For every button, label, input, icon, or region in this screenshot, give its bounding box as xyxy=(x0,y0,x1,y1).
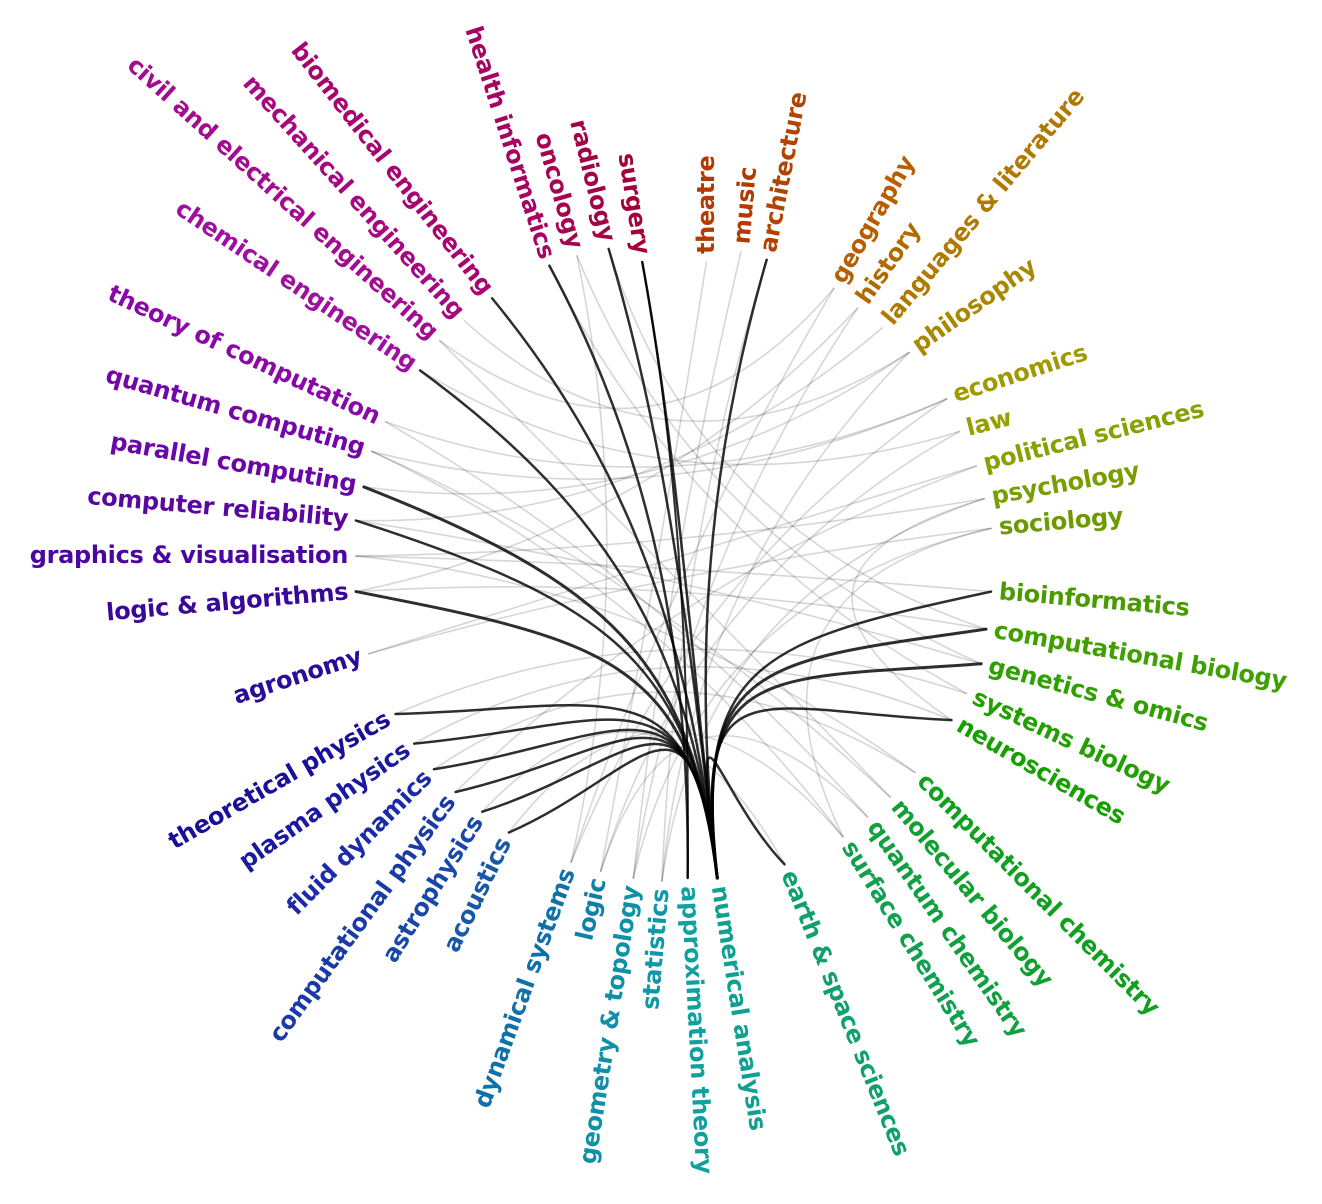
faint-edge-compchem-graphics xyxy=(355,555,916,774)
hub-edge-approx-surgery xyxy=(641,260,689,880)
faint-edge-radiology-compbio xyxy=(607,248,987,630)
faint-edge-genetics-reliability xyxy=(355,519,982,665)
node-label-graphics: graphics & visualisation xyxy=(30,541,348,569)
hub-edge-numerical-chemeng xyxy=(418,369,719,880)
node-label-architecture: architecture xyxy=(754,90,813,255)
hub-edge-numerical-astro xyxy=(481,742,719,880)
faint-edge-logic-law xyxy=(599,430,961,872)
faint-edge-statistics-philosophy xyxy=(661,351,910,882)
faint-edge-quantchem-theorycomp xyxy=(384,420,869,818)
faint-edge-philosophy-parallel xyxy=(363,351,910,495)
faint-edge-oncology-genetics xyxy=(576,255,982,665)
faint-edges xyxy=(355,248,992,882)
hub-edge-approx-healthinf xyxy=(548,264,690,880)
faint-edge-agronomy-political xyxy=(368,465,977,655)
faint-edge-dynsys-economics xyxy=(570,398,948,863)
faint-edge-theorycomp-economics xyxy=(384,398,948,468)
faint-edge-economics-quantumcomp xyxy=(370,398,948,480)
faint-edge-civileng-geography xyxy=(439,287,835,410)
faint-edge-dynsys-oncology xyxy=(570,255,608,863)
node-label-approx: approximation theory xyxy=(675,885,718,1175)
faint-edge-history-logicalg xyxy=(355,307,859,593)
faint-edge-agronomy-sociology xyxy=(368,527,992,655)
faint-edge-statistics-psychology xyxy=(661,497,985,882)
node-label-economics: economics xyxy=(949,338,1090,408)
faint-edge-law-chemeng xyxy=(419,369,961,466)
node-label-logicalg: logic & algorithms xyxy=(105,577,349,626)
hub-edge-numerical-reliability xyxy=(354,519,719,880)
faint-edge-graphics-psychology xyxy=(355,497,985,557)
node-label-sociology: sociology xyxy=(998,502,1125,541)
node-label-numerical: numerical analysis xyxy=(706,884,772,1133)
faint-edge-logic-theatre xyxy=(599,261,708,872)
faint-edge-geomtop-history xyxy=(632,307,859,879)
node-label-theatre: theatre xyxy=(692,155,720,254)
hub-edge-numerical-architecture xyxy=(704,258,768,880)
faint-edge-geography-dynsys xyxy=(570,287,835,863)
node-label-civileng: civil and electrical engineering xyxy=(122,51,444,345)
hub-edges xyxy=(354,247,993,880)
faint-edge-healthinf-systemsbio xyxy=(548,264,968,695)
faint-edge-architecture-statistics xyxy=(661,258,768,882)
hub-edge-numerical-biomedeng xyxy=(490,297,719,880)
node-label-bioinformatics: bioinformatics xyxy=(998,577,1191,622)
node-label-law: law xyxy=(963,403,1014,441)
faint-edge-mecheng-philosophy xyxy=(463,320,910,422)
faint-edge-geomtop-sociology xyxy=(632,527,992,879)
node-label-surgery: surgery xyxy=(613,151,657,257)
hub-edge-numerical-neuro xyxy=(710,707,953,880)
faint-edge-psychology-neuro xyxy=(851,497,985,721)
hub-edge-numerical-earth xyxy=(705,756,786,880)
faint-edge-molbio-civileng xyxy=(439,340,892,798)
faint-edge-surfchem-quantumcomp xyxy=(370,450,844,838)
node-label-music: music xyxy=(727,166,762,245)
faint-edge-political-compphys xyxy=(454,465,977,793)
hub-edge-numerical-acoustics xyxy=(507,748,719,880)
faint-edge-bioinformatics-graphics xyxy=(355,555,992,593)
faint-edge-quantumcomp-molbio xyxy=(370,450,892,798)
node-label-agronomy: agronomy xyxy=(230,642,366,710)
